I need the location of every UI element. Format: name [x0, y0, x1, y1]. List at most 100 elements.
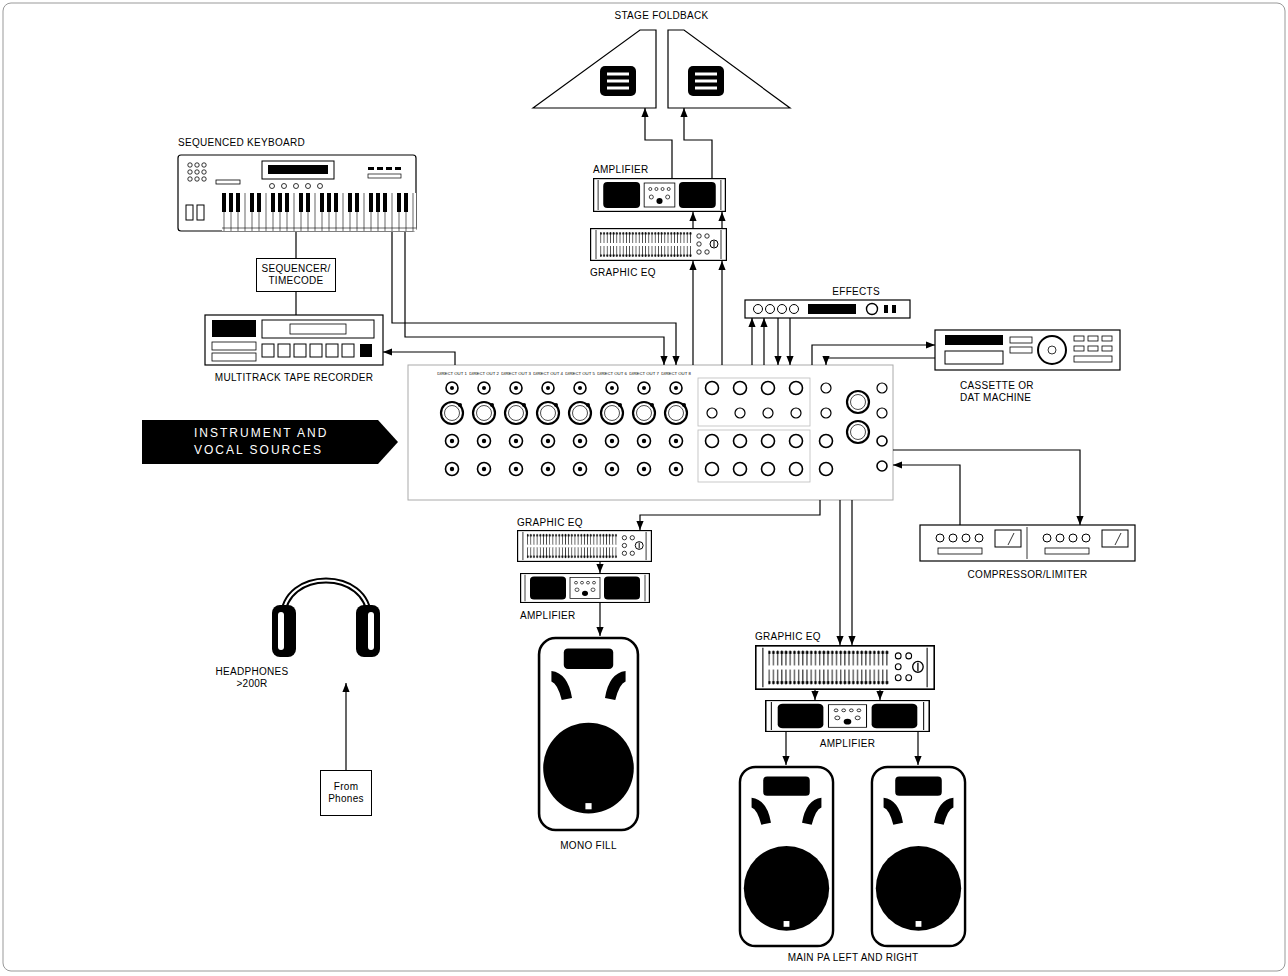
mixer-drawing	[734, 435, 747, 448]
compressor-drawing	[920, 525, 1135, 561]
keyboard-drawing	[222, 193, 416, 231]
device-label: CASSETTE OR DAT MACHINE	[960, 380, 1050, 404]
headphones-drawing	[278, 612, 284, 650]
mixer-drawing	[877, 436, 887, 446]
headphones-drawing	[356, 605, 380, 657]
main-pa-speakers: MAIN PA LEFT AND RIGHT	[738, 765, 968, 950]
foldback-wedges: STAGE FOLDBACK	[533, 30, 790, 108]
compressor-drawing	[920, 525, 1135, 561]
channel-label: DIRECT OUT 2	[468, 371, 500, 377]
graphic-eq-drawing	[591, 229, 727, 261]
keyboard-drawing	[268, 165, 328, 174]
graphic-eq: GRAPHIC EQ	[517, 530, 652, 562]
device-label: STAGE FOLDBACK	[533, 10, 790, 22]
signal-cable	[785, 732, 786, 765]
signal-cable	[893, 450, 1080, 525]
compressor-drawing	[1043, 534, 1051, 542]
effects-drawing	[892, 305, 896, 313]
tape-recorder-drawing	[290, 324, 346, 334]
mixer-drawing	[790, 382, 803, 395]
effects-drawing	[745, 300, 910, 318]
amplifier-drawing	[594, 179, 726, 212]
tape-recorder-drawing	[205, 315, 383, 365]
channel-label: DIRECT OUT 6	[596, 371, 628, 377]
signal-cable	[851, 500, 852, 645]
foldback-wedge	[695, 87, 717, 90]
mixer-drawing	[763, 408, 773, 418]
keyboard-drawing	[188, 170, 192, 174]
foldback-wedge	[695, 80, 717, 83]
compressor-drawing	[1027, 527, 1028, 559]
speaker-drawing	[872, 767, 965, 946]
foldback-wedge	[668, 30, 790, 108]
device-label: COMPRESSOR/LIMITER	[920, 569, 1135, 581]
cassette-drawing	[1102, 336, 1112, 341]
channel-label: DIRECT OUT 5	[564, 371, 596, 377]
cassette-drawing	[1010, 347, 1032, 353]
signal-cable	[879, 690, 880, 700]
signal-cable	[721, 261, 722, 365]
keyboard-drawing	[216, 180, 240, 184]
tape-recorder-drawing	[294, 344, 306, 357]
mixer-drawing	[734, 463, 747, 476]
keyboard-drawing	[186, 205, 193, 220]
mixer-drawing	[851, 395, 866, 410]
mixer-drawing	[698, 430, 810, 482]
mixer-drawing	[877, 408, 887, 418]
box-label: From Phones	[324, 781, 368, 805]
device-label: AMPLIFIER	[765, 738, 930, 750]
mixer-drawing	[877, 461, 887, 471]
tape-recorder-drawing	[326, 344, 338, 357]
keyboard-drawing	[262, 161, 334, 179]
mixer-drawing	[436, 365, 692, 500]
keyboard-drawing	[202, 163, 206, 167]
effects-drawing	[808, 304, 856, 314]
mixer-drawing	[847, 421, 869, 443]
keyboard-device: SEQUENCED KEYBOARD	[178, 152, 416, 232]
cassette-drawing	[945, 335, 1003, 345]
tape-recorder-drawing	[212, 320, 256, 337]
amplifier-drawing	[766, 701, 929, 732]
mixer-console: DIRECT OUT 1DIRECT OUT 2DIRECT OUT 3DIRE…	[408, 365, 893, 500]
mixer-drawing	[790, 435, 803, 448]
compressor-drawing	[1102, 530, 1128, 547]
mixer-drawing	[706, 463, 719, 476]
tape-recorder-drawing	[360, 344, 372, 357]
effects-unit: EFFECTS	[745, 300, 910, 318]
keyboard-drawing	[178, 155, 416, 231]
mixer-drawing	[408, 365, 893, 500]
amplifier: AMPLIFIER	[520, 573, 650, 603]
device-label: MAIN PA LEFT AND RIGHT	[738, 952, 968, 964]
speaker-drawing	[539, 638, 638, 830]
headphones-drawing	[272, 605, 296, 657]
signal-cable	[763, 318, 764, 365]
foldback-wedge	[533, 30, 790, 108]
cassette-drawing	[1102, 346, 1112, 351]
tape-recorder-drawing	[212, 353, 256, 361]
cassette-drawing	[935, 330, 1120, 370]
compressor-drawing	[995, 530, 1021, 547]
foldback-wedge	[695, 73, 717, 76]
graphic-eq-drawing	[756, 646, 934, 689]
device-label: AMPLIFIER	[520, 610, 576, 622]
device-label: HEADPHONES >200R	[212, 666, 292, 690]
signal-cable	[826, 358, 935, 365]
foldback-wedge	[688, 66, 724, 96]
signal-cable	[814, 690, 815, 700]
mixer-drawing	[698, 378, 810, 426]
effects-drawing	[778, 305, 787, 314]
device-label: GRAPHIC EQ	[517, 517, 583, 529]
signal-cable	[812, 345, 935, 365]
signal-cable	[645, 108, 672, 178]
effects-drawing	[766, 305, 775, 314]
keyboard-drawing	[368, 167, 374, 170]
mixer-drawing	[735, 408, 745, 418]
headphones: HEADPHONES >200R	[270, 588, 382, 683]
signal-cable	[295, 292, 296, 315]
effects-drawing	[754, 305, 763, 314]
keyboard-drawing	[306, 184, 311, 189]
compressor-drawing	[962, 534, 970, 542]
compressor-drawing	[1056, 534, 1064, 542]
channel-label: DIRECT OUT 4	[532, 371, 564, 377]
cassette-drawing	[1074, 356, 1112, 362]
